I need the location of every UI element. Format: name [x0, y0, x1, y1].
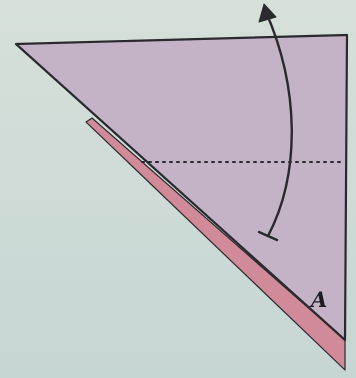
fold-arrow-tail: [257, 230, 279, 242]
corner-label-a: A: [309, 287, 327, 312]
paper-triangle: [14, 33, 349, 342]
fold-arrow-head-icon: [258, 3, 277, 23]
under-flap-edge: [85, 117, 346, 371]
fold-arrow-path: [264, 10, 293, 238]
